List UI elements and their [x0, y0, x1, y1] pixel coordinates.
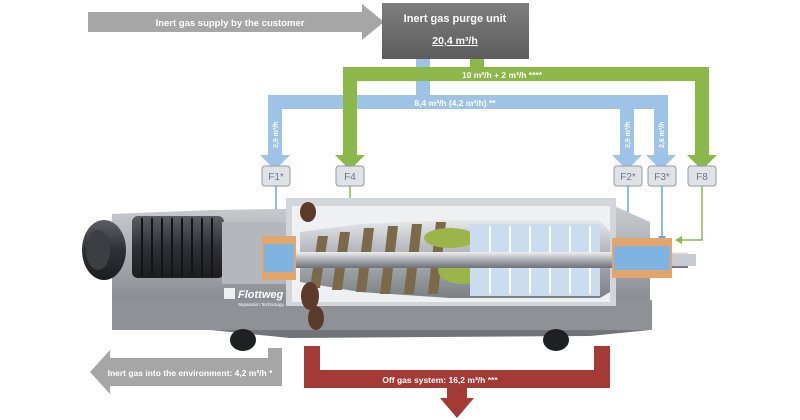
environment-arrow: Inert gas into the environment: 4,2 m³/h…	[90, 348, 282, 394]
green-feed-line	[335, 59, 717, 170]
blue-line-label: 8,4 m³/h (4,2 m³/h) **	[414, 98, 496, 108]
port-f1-label: F1*	[268, 172, 284, 183]
purge-unit-title: Inert gas purge unit	[404, 13, 507, 25]
supply-arrow-label: Inert gas supply by the customer	[156, 18, 305, 29]
blue-feed-line	[260, 59, 676, 170]
supply-arrow: Inert gas supply by the customer	[88, 4, 384, 40]
purge-unit-flow: 20,4 m³/h	[432, 35, 478, 47]
port-f8-label: F8	[696, 172, 708, 183]
brand-tagline: Separation Technology	[238, 302, 284, 307]
f3-flow-label: 2,6 m³/h	[659, 122, 666, 148]
decanter-centrifuge: Flottweg Separation Technology	[82, 198, 696, 351]
flottweg-logo: Flottweg Separation Technology	[224, 288, 284, 307]
port-f2: F2*	[613, 165, 643, 187]
port-f4: F4	[335, 165, 365, 187]
solids-discharge	[300, 202, 324, 330]
port-f3: F3*	[647, 165, 677, 187]
offgas-label: Off gas system: 16,2 m³/h ***	[382, 375, 498, 385]
port-f8: F8	[687, 165, 717, 187]
port-f4-label: F4	[344, 172, 356, 183]
f1-flow-label: 2,9 m³/h	[273, 122, 280, 148]
purge-unit: Inert gas purge unit 20,4 m³/h	[382, 3, 529, 59]
environment-label: Inert gas into the environment: 4,2 m³/h…	[108, 368, 274, 378]
port-f2-label: F2*	[620, 172, 636, 183]
port-f3-label: F3*	[654, 172, 670, 183]
brand-name: Flottweg	[238, 289, 283, 301]
port-f1: F1*	[261, 165, 291, 187]
motor-fins	[141, 218, 213, 276]
offgas-line	[304, 346, 610, 418]
f2-flow-label: 2,9 m³/h	[625, 122, 632, 148]
green-line-label: 10 m³/h + 2 m³/h ****	[462, 70, 543, 80]
